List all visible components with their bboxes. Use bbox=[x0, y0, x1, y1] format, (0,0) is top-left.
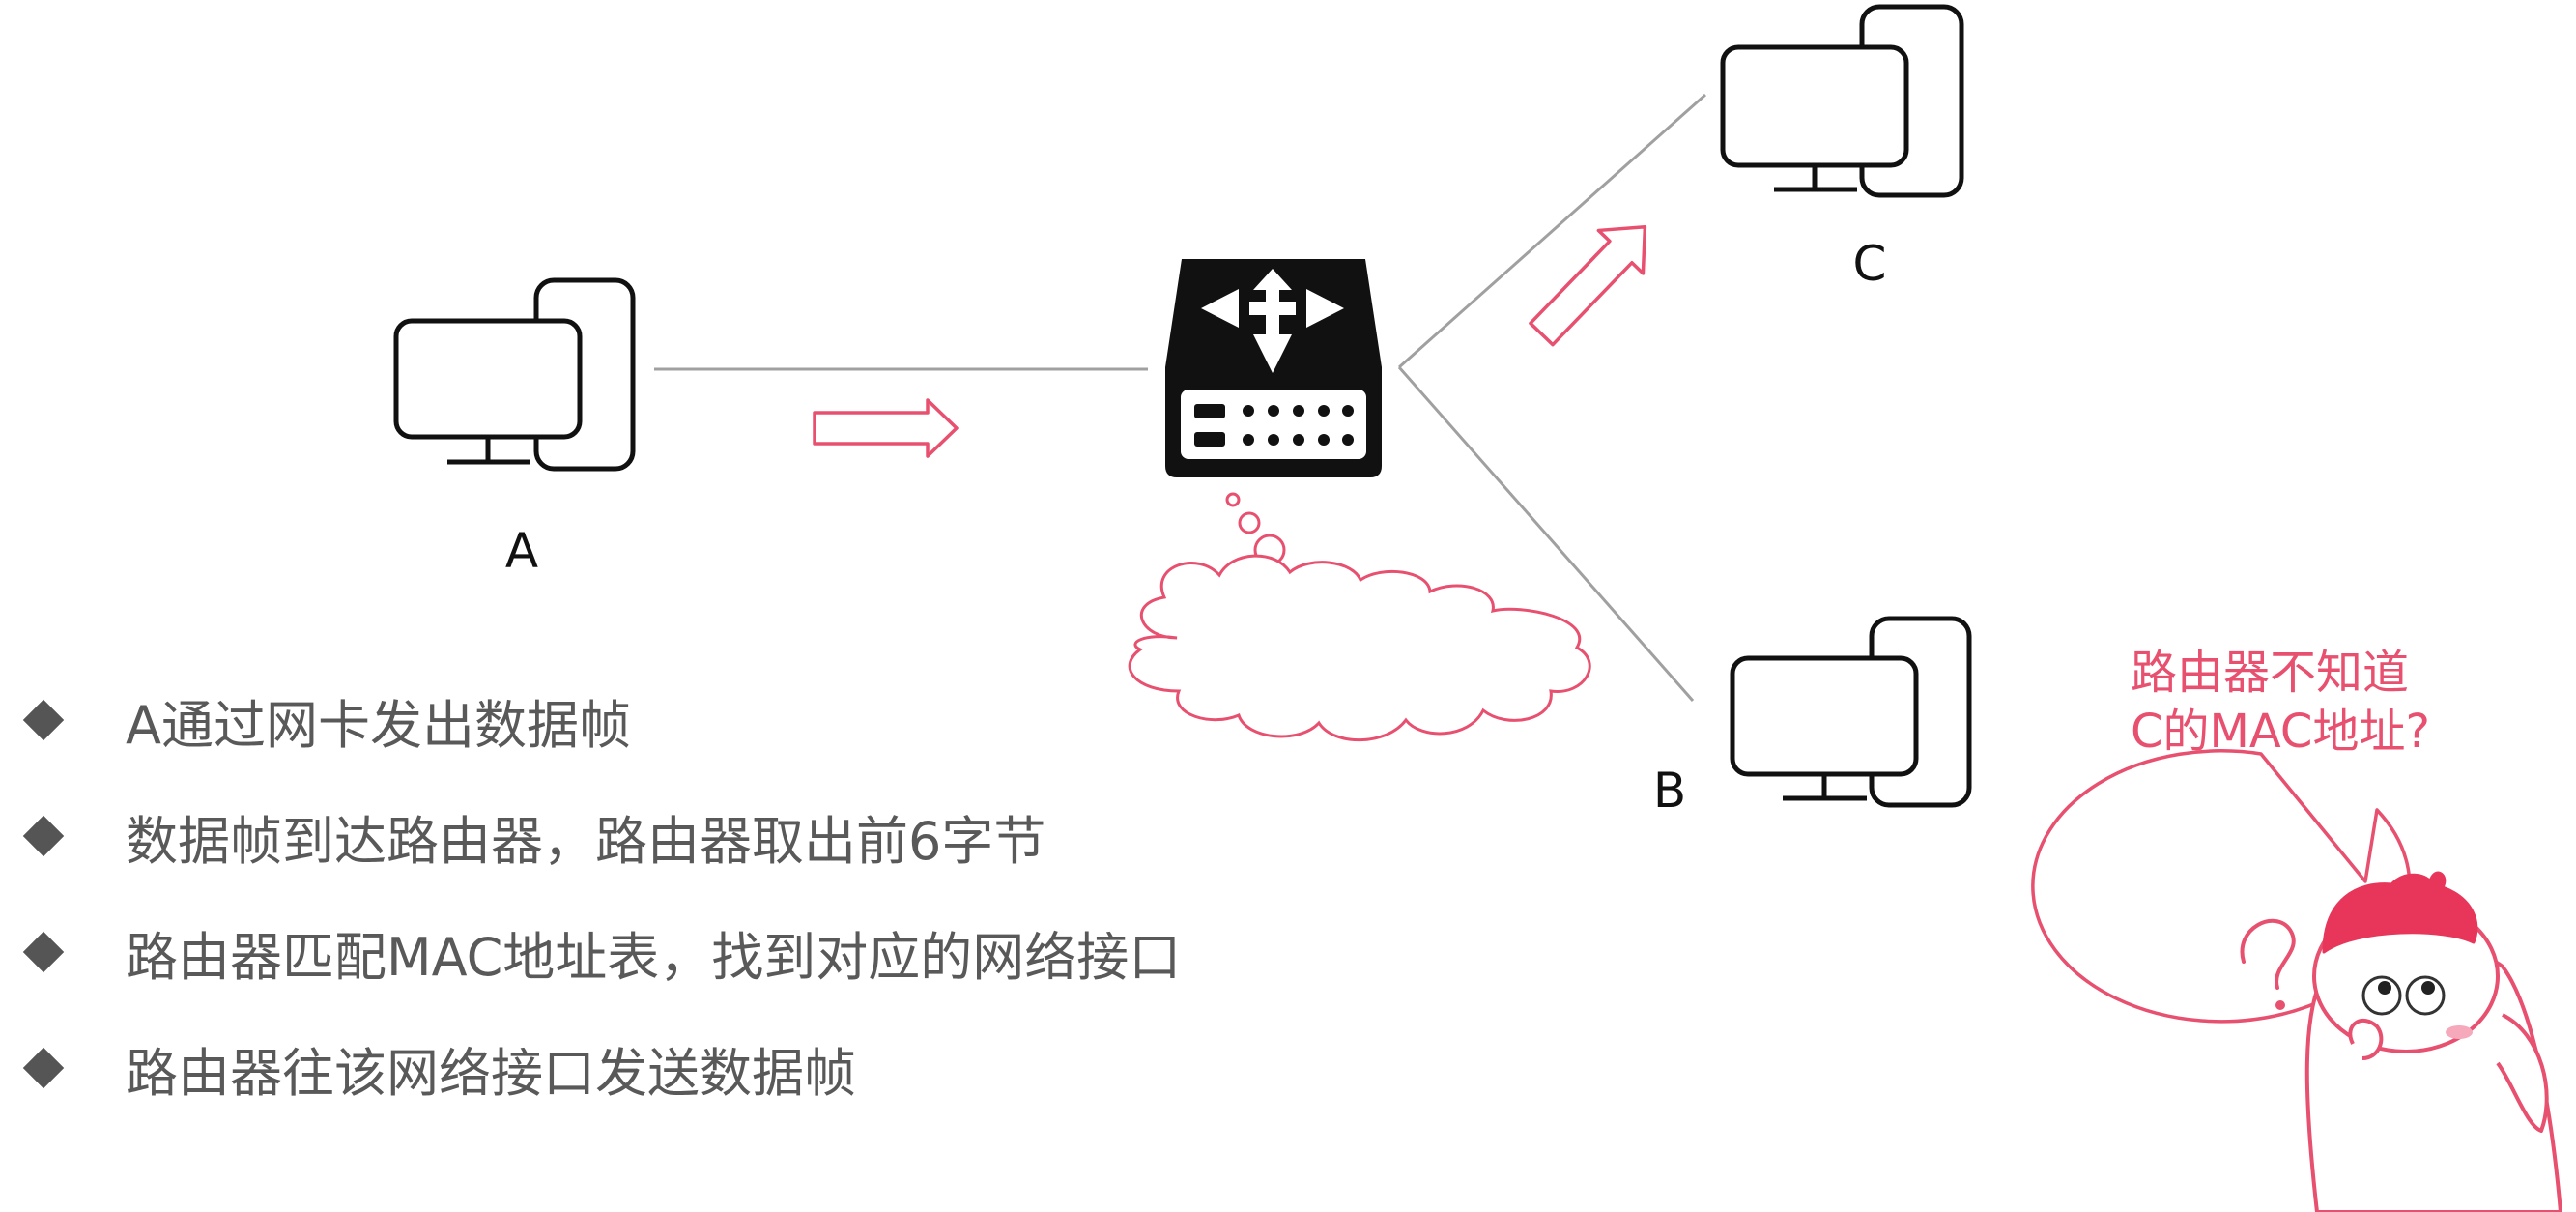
bullet-item-4: 路由器往该网络接口发送数据帧 bbox=[17, 1010, 1181, 1126]
bullet-text: 数据帧到达路由器，路由器取出前6字节 bbox=[126, 810, 1046, 872]
arrow-to-c-icon bbox=[1529, 225, 1647, 347]
bullet-text: 路由器匹配MAC地址表，找到对应的网络接口 bbox=[126, 926, 1182, 988]
bullet-item-3: 路由器匹配MAC地址表，找到对应的网络接口 bbox=[17, 894, 1181, 1010]
computer-b-icon bbox=[1730, 616, 1972, 808]
node-c-label: C bbox=[1853, 236, 1887, 292]
node-a-label: A bbox=[505, 523, 538, 579]
arrow-to-router-icon bbox=[813, 398, 959, 458]
diamond-bullet-icon bbox=[22, 1047, 65, 1089]
computer-a-icon bbox=[393, 277, 636, 472]
speech-text-line2: C的MAC地址? bbox=[2131, 705, 2430, 759]
diamond-bullet-icon bbox=[22, 931, 65, 973]
bullet-item-1: A通过网卡发出数据帧 bbox=[17, 662, 1181, 778]
router-icon bbox=[1165, 259, 1382, 477]
thought-cloud-icon bbox=[1128, 492, 1591, 742]
diamond-bullet-icon bbox=[22, 815, 65, 857]
question-mark-icon bbox=[2240, 918, 2296, 1010]
link-router-b bbox=[1397, 366, 1695, 702]
bullet-list: A通过网卡发出数据帧 数据帧到达路由器，路由器取出前6字节 路由器匹配MAC地址… bbox=[17, 662, 1181, 1126]
computer-c-icon bbox=[1720, 4, 1964, 198]
node-b-label: B bbox=[1653, 763, 1686, 819]
link-router-c bbox=[1398, 93, 1706, 369]
confused-mascot-icon bbox=[2304, 871, 2562, 1212]
bullet-text: 路由器往该网络接口发送数据帧 bbox=[126, 1042, 856, 1104]
diamond-bullet-icon bbox=[22, 699, 65, 741]
bullet-text: A通过网卡发出数据帧 bbox=[126, 694, 631, 756]
speech-text-line1: 路由器不知道 bbox=[2131, 646, 2409, 700]
bullet-item-2: 数据帧到达路由器，路由器取出前6字节 bbox=[17, 778, 1181, 894]
